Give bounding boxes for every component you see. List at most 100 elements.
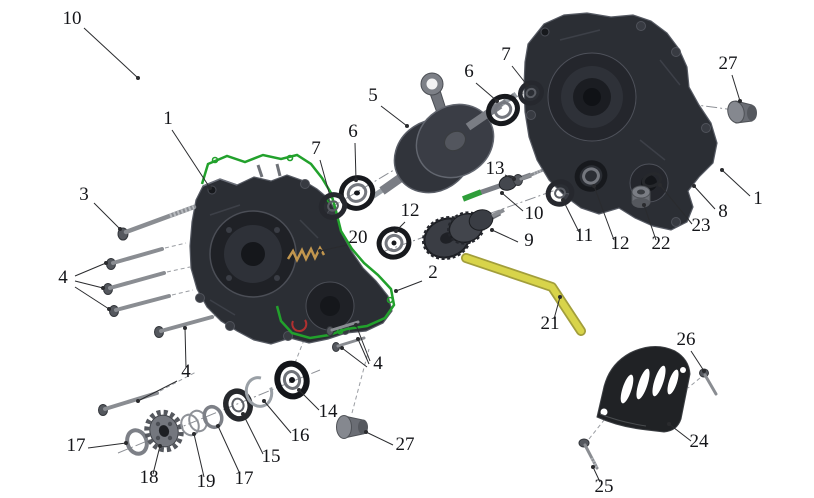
part-12-bearing-center (376, 226, 412, 260)
callout-25-bolt: 25 (591, 465, 614, 497)
svg-text:7: 7 (501, 44, 511, 65)
svg-text:12: 12 (401, 200, 420, 221)
callout-2-gasket: 2 (394, 262, 438, 293)
svg-text:27: 27 (719, 53, 738, 74)
svg-text:5: 5 (368, 85, 378, 106)
svg-text:22: 22 (652, 233, 671, 254)
svg-text:26: 26 (677, 329, 696, 350)
callout-1-left-case: 1 (163, 108, 212, 190)
part-26-bolt (699, 368, 718, 396)
callout-21-allen-key: 21 (541, 295, 562, 334)
part-24-chain-guard (596, 346, 691, 433)
callout-17-washer-b: 17 (216, 424, 254, 489)
callout-9-gears: 9 (490, 228, 534, 251)
part-5-crankshaft (370, 72, 518, 200)
part-16-circlip (244, 376, 274, 408)
part-17-washer-a (125, 428, 149, 456)
callout-15-seal: 15 (241, 412, 281, 467)
crankshaft-axis (329, 79, 546, 209)
callout-19-rings: 19 (192, 432, 216, 492)
part-18-sprocket (144, 409, 184, 453)
svg-text:21: 21 (541, 313, 560, 334)
part-8-right-crankcase (523, 12, 718, 231)
svg-text:4: 4 (58, 267, 68, 288)
svg-text:27: 27 (396, 434, 415, 455)
svg-text:1: 1 (753, 188, 763, 209)
callout-12-right-bearing: 12 (592, 184, 630, 254)
part-23-o-ring (641, 172, 663, 188)
part-12-bearing-right (574, 160, 608, 192)
part-15-seal (223, 388, 253, 422)
callout-10-shaft: 10 (500, 191, 544, 224)
callout-20-spring: 20 (318, 227, 368, 253)
svg-text:17: 17 (67, 435, 86, 456)
part-14-bearing (274, 360, 310, 400)
assembly-dash (166, 266, 191, 273)
callout-6-left-bearing: 6 (348, 121, 358, 182)
svg-text:14: 14 (319, 401, 339, 422)
svg-text:10: 10 (63, 8, 82, 29)
part-1-left-crankcase (189, 163, 393, 345)
svg-text:18: 18 (140, 467, 159, 488)
svg-text:15: 15 (262, 446, 281, 467)
svg-text:8: 8 (718, 201, 728, 222)
callout-4-left-bolts: 4 (58, 261, 111, 311)
svg-text:19: 19 (197, 471, 216, 492)
callout-8-right-case: 8 (692, 184, 728, 222)
callouts-layer: 10 1 3 4 7 6 5 6 (58, 8, 763, 497)
callout-17-washer-a: 17 (67, 435, 128, 456)
svg-text:9: 9 (524, 230, 534, 251)
part-22-oil-plug (631, 185, 651, 208)
callout-4-lower-bolts: 4 (136, 326, 191, 403)
callout-14-bearing: 14 (297, 388, 338, 422)
callout-27-right-plug: 27 (719, 53, 742, 103)
callout-6-right-bearing: 6 (464, 61, 499, 103)
svg-text:13: 13 (486, 158, 505, 179)
part-6-main-bearing-right (486, 93, 520, 127)
assembly-dash (164, 242, 187, 249)
green-shaft-tip (462, 189, 482, 202)
callout-1-right-case: 1 (720, 168, 763, 209)
svg-text:16: 16 (291, 425, 310, 446)
part-27-plug-bottom (336, 415, 368, 439)
svg-text:12: 12 (611, 233, 630, 254)
svg-text:3: 3 (79, 184, 89, 205)
assembly-dash (687, 377, 701, 389)
part-17-washer-b (202, 404, 224, 430)
callout-23-oring: 23 (658, 183, 711, 236)
callout-10-topleft: 10 (63, 8, 140, 80)
svg-text:7: 7 (311, 138, 321, 159)
svg-text:4: 4 (181, 361, 191, 382)
svg-text:4: 4 (373, 353, 383, 374)
svg-text:1: 1 (163, 108, 173, 129)
part-3-long-bolt (117, 204, 197, 241)
callout-18-sprocket: 18 (140, 444, 162, 488)
callout-27-bottom-plug: 27 (364, 430, 415, 455)
svg-text:6: 6 (348, 121, 358, 142)
svg-text:20: 20 (349, 227, 368, 248)
part-9-gear-cluster (421, 208, 505, 261)
svg-text:10: 10 (525, 203, 544, 224)
callout-7-left-seal: 7 (311, 138, 332, 198)
svg-text:25: 25 (595, 476, 614, 497)
red-clip-mark (291, 319, 308, 333)
callout-12-center-bearing: 12 (394, 200, 420, 233)
callout-5-crankshaft: 5 (368, 85, 409, 128)
callout-26-bolt: 26 (677, 329, 706, 373)
svg-text:23: 23 (692, 215, 711, 236)
svg-text:24: 24 (690, 431, 710, 452)
svg-text:6: 6 (464, 61, 474, 82)
callout-11-seal: 11 (561, 198, 593, 246)
callout-16-circlip: 16 (262, 399, 310, 446)
callout-24-guard: 24 (667, 422, 709, 452)
assembly-dash (171, 289, 194, 296)
callout-3-bolt: 3 (79, 184, 122, 231)
callout-22-plug: 22 (642, 203, 671, 254)
callout-4-center-bolts: 4 (340, 323, 383, 374)
part-21-allen-key (461, 253, 586, 336)
callout-13-bolt: 13 (486, 158, 516, 181)
part-25-bolt (578, 438, 599, 470)
svg-text:2: 2 (428, 262, 438, 283)
